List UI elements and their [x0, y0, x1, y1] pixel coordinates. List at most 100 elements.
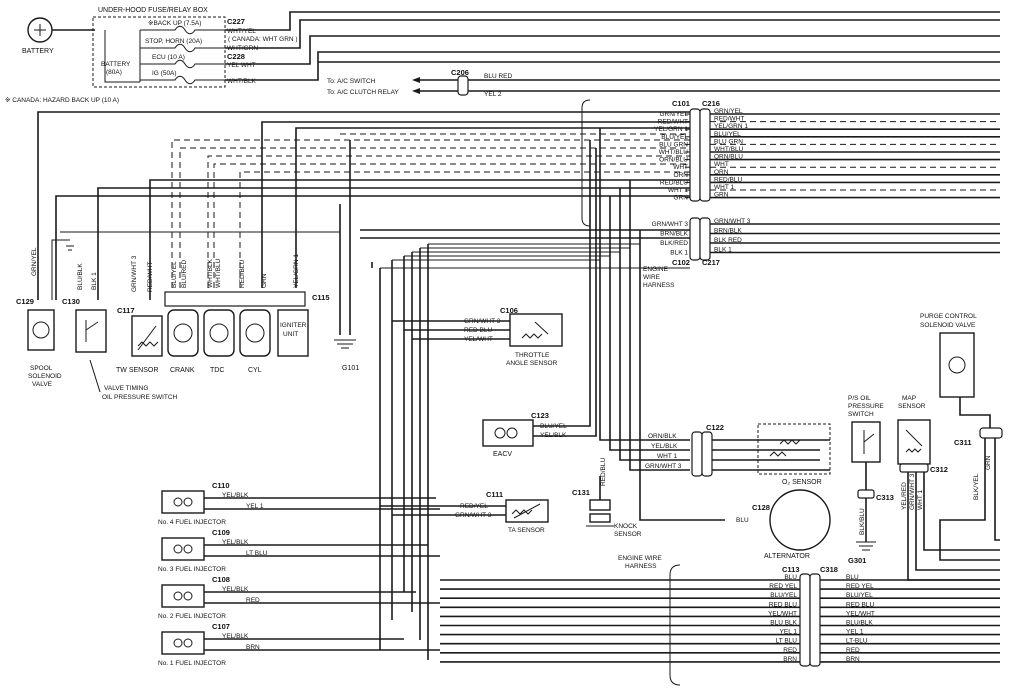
- c113-left-label: BLU BLK: [770, 620, 797, 627]
- fuse-box-title: UNDER-HOOD FUSE/RELAY BOX: [98, 7, 208, 14]
- fuse-ig-icon: [140, 75, 225, 85]
- c228-wire-2: WHT/BLK: [227, 78, 257, 85]
- c122-wire-2: YEL/BLK: [651, 443, 678, 450]
- c130-wire-2: BLK 1: [91, 272, 98, 290]
- c122-name: O₂ SENSOR: [782, 479, 822, 486]
- alternator: C128 BLU ALTERNATOR: [736, 489, 831, 560]
- c101-left-label: ORN: [674, 172, 689, 179]
- c130-name-1: VALVE TIMING: [104, 385, 148, 392]
- potentiometer-icon: [521, 333, 543, 339]
- c111-id: C111: [486, 490, 503, 499]
- c115-wire-label: WHT/BLU: [215, 258, 222, 288]
- c217-id: C217: [702, 258, 720, 267]
- injector-connector-id: C107: [212, 622, 230, 631]
- c131-wire: RED/BLU: [600, 458, 607, 486]
- c318-id: C318: [820, 565, 838, 574]
- c206-wire-2: YEL 2: [484, 91, 502, 98]
- c122-wire-3: WHT 1: [657, 453, 677, 460]
- c102-left-label: BRN/BLK: [660, 231, 688, 238]
- g101-label: G101: [342, 365, 359, 372]
- valve-timing-oil-pressure-switch: C130 BLU/BLK BLK 1 VALVE TIMING OIL PRES…: [62, 263, 178, 401]
- c115-wire-label: BLU/YEL: [171, 261, 178, 288]
- center-trunk-wires: [379, 128, 725, 660]
- c101-left-label: ORN/BLU: [659, 157, 688, 164]
- c216-right-label: BLU/YEL: [714, 131, 741, 138]
- engine-wire-harness-1: ENGINE WIRE HARNESS: [581, 99, 675, 289]
- c106-id: C106: [500, 306, 518, 315]
- c115-wire-label: RED/BLU: [239, 260, 246, 288]
- fuse-battery-label: BATTERY: [101, 61, 131, 68]
- map-name-1: MAP: [902, 395, 916, 402]
- injector-connector-id: C110: [212, 481, 230, 490]
- injector-coil-icon: [173, 591, 183, 601]
- c115-wire-label: BLU/RED: [181, 260, 188, 288]
- crank-sensor-icon: [173, 323, 193, 343]
- c227-wire-1b: ( CANADA: WHT GRN ): [228, 36, 298, 43]
- c318-right-label: RED: [846, 647, 860, 654]
- c101-left-label: WHT: [673, 164, 688, 171]
- c101-left-label: BLU GRN: [659, 141, 688, 148]
- c129-name-2: SOLENOID: [28, 373, 62, 380]
- c216-id: C216: [702, 99, 720, 108]
- ps-oil-name-1: P/S OIL: [848, 395, 871, 402]
- ta-thermistor-icon: [511, 509, 533, 515]
- knock-sensor: C131 RED/BLU KNOCK SENSOR: [572, 458, 642, 538]
- c117-wire-2: RED/WHT: [147, 262, 154, 292]
- c131-name-2: SENSOR: [614, 531, 642, 538]
- c130-name-2: OIL PRESSURE SWITCH: [102, 394, 178, 401]
- c113-left-label: RED YEL: [769, 583, 797, 590]
- injector-coil-icon: [173, 497, 183, 507]
- injector-name: No. 4 FUEL INJECTOR: [158, 519, 226, 526]
- purge-wire-2: GRN: [985, 455, 992, 470]
- injector-wire-1: YEL/BLK: [222, 586, 249, 593]
- o2-heater-icon: [779, 439, 801, 445]
- under-hood-fuse-relay-box: UNDER-HOOD FUSE/RELAY BOX ※BACK UP (7.5A…: [5, 7, 226, 104]
- injector-name: No. 2 FUEL INJECTOR: [158, 613, 226, 620]
- map-sensor-icon: [905, 448, 922, 453]
- ps-switch-icon: [863, 433, 875, 443]
- c122-wire-4: GRN/WHT 3: [645, 463, 682, 470]
- c130-id: C130: [62, 297, 80, 306]
- harness-1-line-1: ENGINE: [643, 266, 669, 273]
- tw-sensor: C117 GRN/WHT 3 RED/WHT TW SENSOR: [116, 255, 163, 374]
- injector-connector-id: C109: [212, 528, 230, 537]
- c131-name-1: KNOCK: [614, 523, 638, 530]
- fuse-backup-icon: [140, 25, 225, 35]
- c206-wire-1: BLU RED: [484, 73, 512, 80]
- purge-coil-icon: [948, 356, 966, 374]
- c318-right-label: BLU/YEL: [846, 592, 873, 599]
- map-name-2: SENSOR: [898, 403, 926, 410]
- c128-id: C128: [752, 503, 770, 512]
- eacv-coil-icon: [494, 427, 506, 439]
- harness-1-line-2: WIRE: [643, 274, 661, 281]
- c113-left-label: RED BLU: [769, 601, 797, 608]
- injector-name: No. 1 FUEL INJECTOR: [158, 660, 226, 667]
- c117-wire-1: GRN/WHT 3: [131, 255, 138, 292]
- c129-wire: GRN/YEL: [31, 247, 38, 276]
- ac-switch-label: To: A/C SWITCH: [327, 78, 376, 85]
- fuse-ecu-icon: [140, 59, 225, 69]
- c115-id: C115: [312, 293, 330, 302]
- harness-1-line-3: HARNESS: [643, 282, 675, 289]
- c113-left-label: YEL/WHT: [768, 610, 797, 617]
- c101-left-label: WHT/BLU: [659, 149, 689, 156]
- c318-right-label: BLU/BLK: [846, 620, 873, 627]
- c102-left-label: BLK/RED: [660, 240, 688, 247]
- c206-id: C206: [451, 68, 469, 77]
- c216-right-label: GRN: [714, 192, 729, 199]
- c318-right-label: RED YEL: [846, 583, 874, 590]
- map-wire-3: WHT 1: [917, 490, 924, 510]
- c216-right-label: WHT 1: [714, 184, 734, 191]
- fuse-stop-horn-label: STOP, HORN (20A): [145, 38, 202, 45]
- c131-id: C131: [572, 488, 590, 497]
- c217-right-label: BLK 1: [714, 247, 732, 254]
- c113-left-label: RED: [783, 647, 797, 654]
- c113-left-label: YEL 1: [780, 629, 798, 636]
- g301-label: G301: [848, 556, 866, 565]
